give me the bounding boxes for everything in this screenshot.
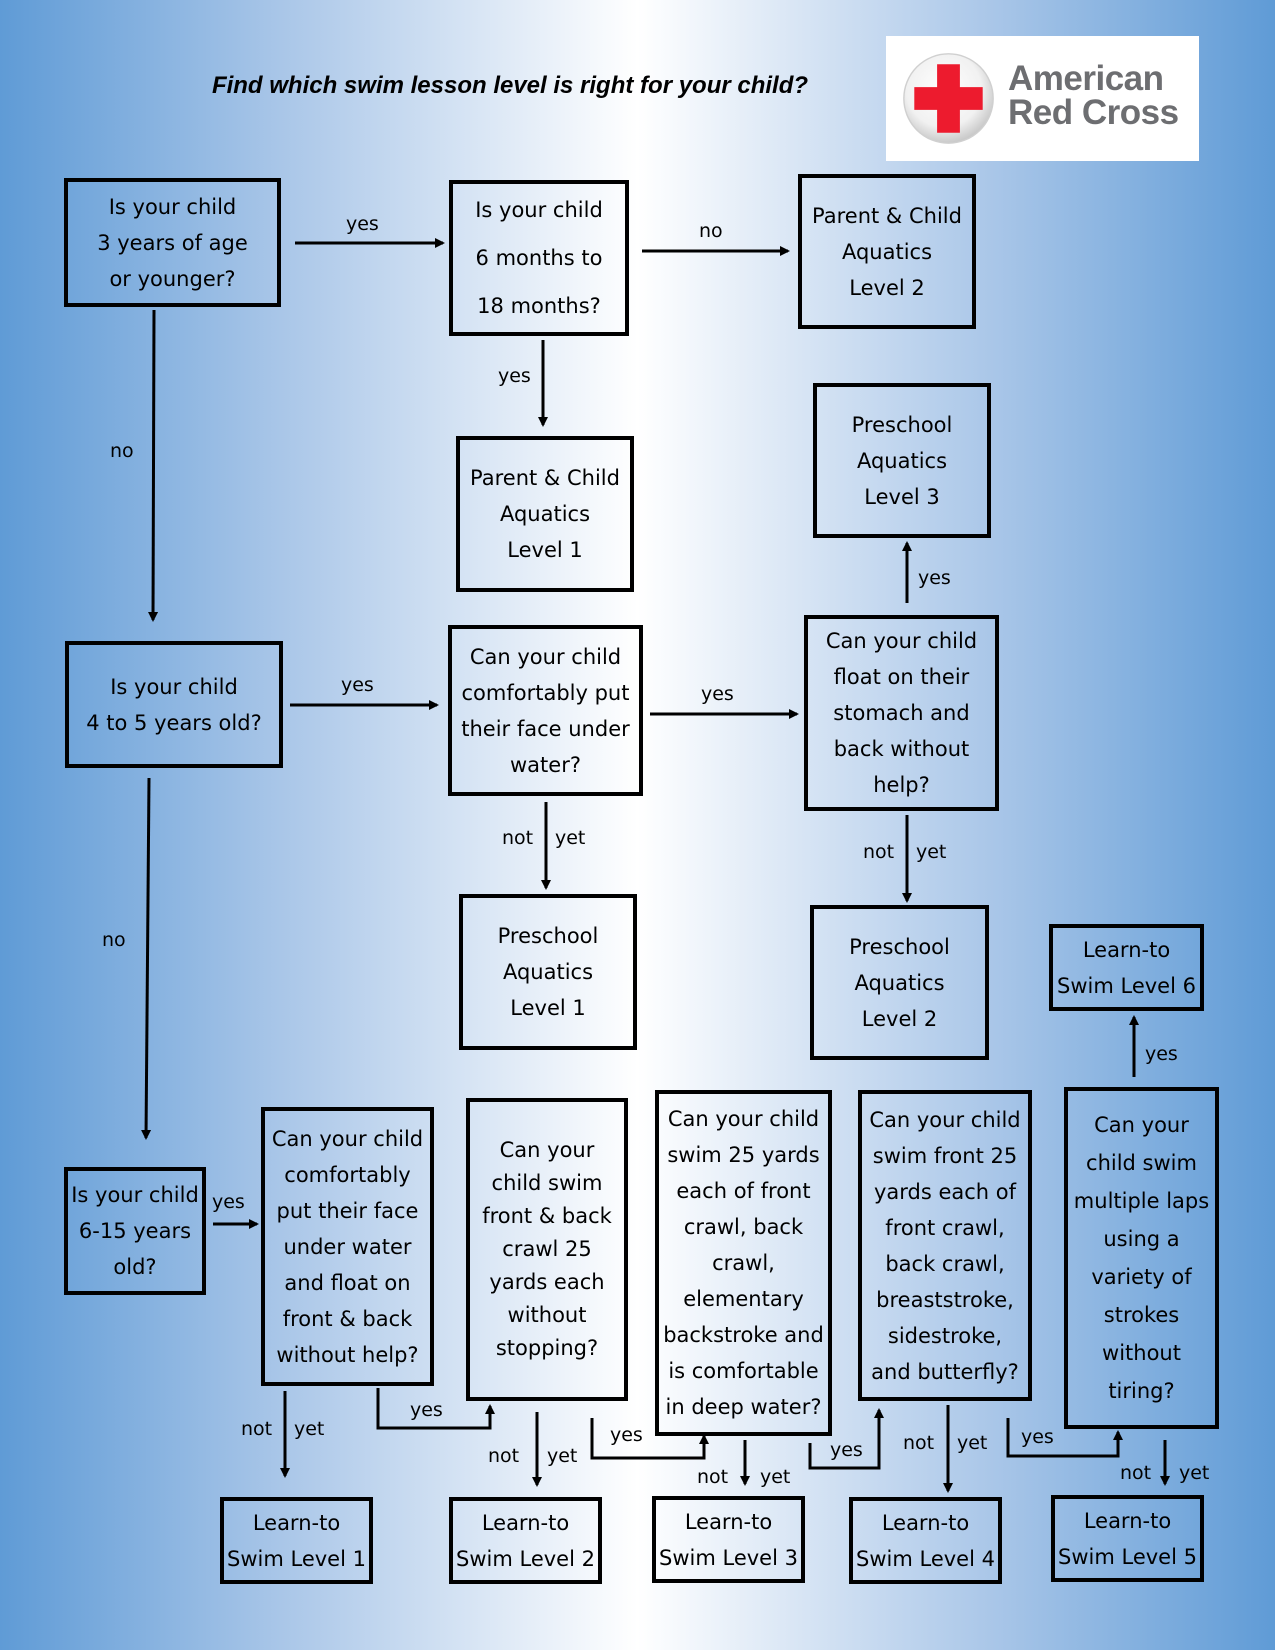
node-parent-child-level-1: Parent & Child Aquatics Level 1: [456, 436, 634, 592]
label-no-age3: no: [110, 440, 134, 462]
node-age-4-to-5: Is your child 4 to 5 years old?: [65, 641, 283, 768]
label-yes-age3: yes: [346, 213, 379, 235]
logo-line-2: Red Cross: [1008, 93, 1179, 132]
node-learn-to-swim-level-3: Learn-to Swim Level 3: [652, 1496, 805, 1583]
label-yet-crawl25: yet: [547, 1445, 578, 1467]
node-preschool-level-3: Preschool Aquatics Level 3: [813, 383, 991, 538]
label-not-float: not: [863, 841, 895, 863]
node-learn-to-swim-level-5: Learn-to Swim Level 5: [1051, 1495, 1204, 1582]
label-yes-float-up: yes: [918, 567, 951, 589]
arrow-swim25each-to-front25: [808, 1408, 884, 1470]
label-not-crawl25: not: [488, 1445, 520, 1467]
node-crawl-25-yards: Can your child swim front & back crawl 2…: [466, 1098, 628, 1401]
node-learn-to-swim-level-6: Learn-to Swim Level 6: [1049, 924, 1204, 1011]
label-not-swim25each: not: [697, 1466, 729, 1488]
node-multiple-laps: Can your child swim multiple laps using …: [1064, 1087, 1219, 1429]
label-not-front25: not: [903, 1432, 935, 1454]
red-cross-icon: [903, 53, 994, 144]
node-learn-to-swim-level-1: Learn-to Swim Level 1: [220, 1497, 373, 1584]
arrow-facefloat-to-crawl25: [376, 1388, 495, 1430]
node-age-3-or-younger: Is your child 3 years of age or younger?: [64, 178, 281, 307]
node-float-without-help: Can your child float on their stomach an…: [804, 615, 999, 811]
american-red-cross-logo: American Red Cross: [886, 36, 1199, 161]
label-yes-swim25each: yes: [830, 1439, 863, 1461]
page-title: Find which swim lesson level is right fo…: [211, 72, 809, 99]
node-face-and-float: Can your child comfortably put their fac…: [261, 1107, 434, 1386]
logo-wordmark: American Red Cross: [1008, 59, 1179, 132]
logo-line-1: American: [1008, 59, 1164, 98]
label-not-facefloat: not: [241, 1418, 273, 1440]
node-6-to-18-months: Is your child 6 months to 18 months?: [449, 180, 629, 336]
arrow-crawl25-to-swim25each: [590, 1418, 709, 1460]
label-yes-face: yes: [701, 683, 734, 705]
label-not-laps: not: [1120, 1462, 1152, 1484]
node-front-25-yards-each: Can your child swim front 25 yards each …: [858, 1090, 1032, 1401]
arrow-age4to5-to-age6to15: [141, 777, 152, 1140]
node-preschool-level-1: Preschool Aquatics Level 1: [459, 894, 637, 1050]
node-learn-to-swim-level-4: Learn-to Swim Level 4: [849, 1497, 1002, 1584]
label-no-6to18: no: [699, 220, 723, 242]
node-face-under-water: Can your child comfortably put their fac…: [448, 625, 643, 796]
node-preschool-level-2: Preschool Aquatics Level 2: [810, 905, 989, 1060]
node-learn-to-swim-level-2: Learn-to Swim Level 2: [449, 1497, 602, 1584]
label-yes-crawl25: yes: [610, 1424, 643, 1446]
label-yet-swim25each: yet: [760, 1466, 791, 1488]
label-yes-6to18: yes: [498, 365, 531, 387]
label-not-face: not: [502, 827, 534, 849]
label-yet-front25: yet: [957, 1432, 988, 1454]
label-yet-float: yet: [916, 841, 947, 863]
label-yes-facefloat: yes: [410, 1399, 443, 1421]
label-yes-laps-up: yes: [1145, 1043, 1178, 1065]
node-parent-child-level-2: Parent & Child Aquatics Level 2: [798, 174, 976, 329]
label-yet-laps: yet: [1179, 1462, 1210, 1484]
arrow-front25-to-laps: [1006, 1418, 1123, 1458]
label-yes-age4to5: yes: [341, 674, 374, 696]
arrow-age3-to-age4to5: [148, 309, 159, 622]
label-no-age4to5: no: [102, 929, 126, 951]
label-yes-age6to15: yes: [212, 1191, 245, 1213]
label-yet-facefloat: yet: [294, 1418, 325, 1440]
label-yes-front25: yes: [1021, 1426, 1054, 1448]
node-swim-25-yards-each: Can your child swim 25 yards each of fro…: [655, 1090, 832, 1436]
node-age-6-to-15: Is your child 6-15 years old?: [64, 1167, 206, 1295]
label-yet-face: yet: [555, 827, 586, 849]
